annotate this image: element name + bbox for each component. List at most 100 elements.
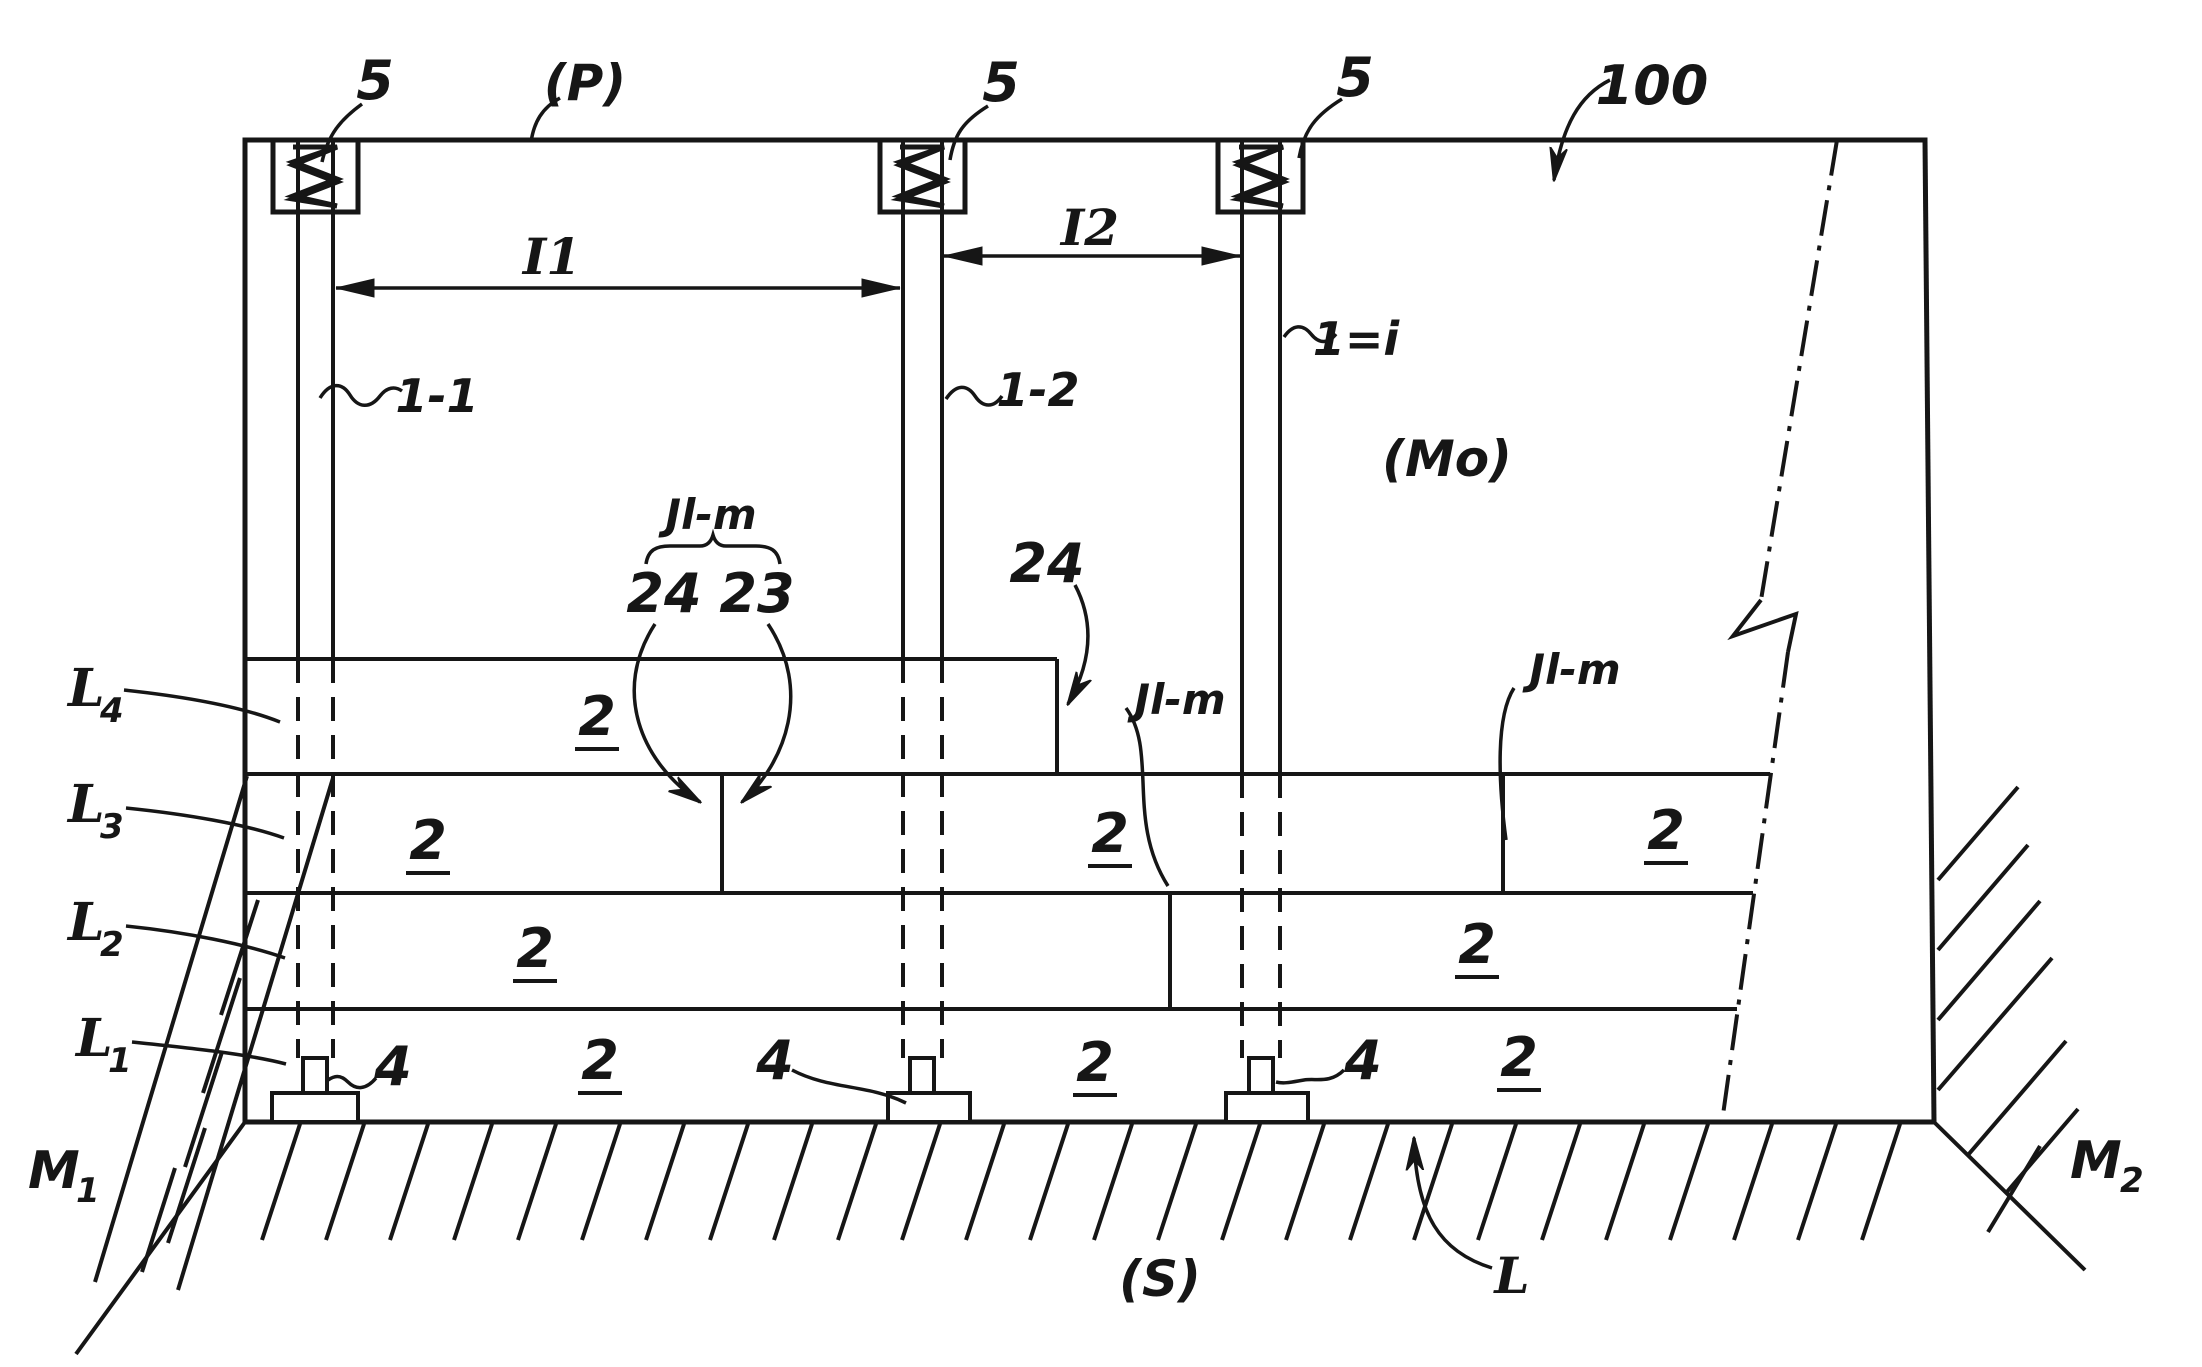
svg-text:M: M: [2070, 1131, 2122, 1191]
hatch-line: [1732, 1123, 1774, 1241]
svg-text:4: 4: [99, 691, 124, 731]
layer-1-label: L 1: [74, 1008, 132, 1081]
dim-i1-label: I1: [521, 227, 581, 286]
arrow-left-icon: [943, 246, 983, 266]
spring-mount-2: [877, 137, 968, 215]
leader-coli-squiggle: [1282, 325, 1338, 344]
panel-label: 2: [1497, 1026, 1541, 1092]
hatch-line: [1284, 1123, 1326, 1241]
slope-m2-label: M 2: [2070, 1131, 2144, 1201]
foot-label-1: 4: [373, 1035, 412, 1098]
left-slope-edge: [74, 1120, 247, 1356]
dim-i2-label: I2: [1059, 198, 1119, 257]
brace-icon: [644, 528, 782, 565]
svg-text:L: L: [74, 1008, 113, 1069]
hatch-line: [1348, 1123, 1390, 1241]
left-slope: [74, 775, 335, 1356]
hatch-line: [1220, 1123, 1262, 1241]
column-feet: [270, 1056, 1310, 1124]
hatch-line: [772, 1123, 814, 1241]
slope-m1-label: M 1: [28, 1141, 100, 1211]
arrow-right-icon: [861, 278, 901, 298]
leader-ground-arrow: [1414, 1138, 1493, 1270]
spring-label-1: 5: [356, 49, 394, 112]
spring-coil-icon: [891, 144, 951, 209]
leader-step24-arrow: [1068, 584, 1088, 704]
hatch-line: [388, 1123, 430, 1241]
svg-text:M: M: [28, 1141, 80, 1201]
leader-layer-3: [125, 806, 285, 840]
leader-plane: [529, 96, 561, 143]
svg-text:3: 3: [100, 807, 124, 847]
hatch-line: [324, 1123, 366, 1241]
hatch-line: [836, 1123, 878, 1241]
layer-lines: [245, 657, 1770, 1011]
leader-spring-3: [1297, 97, 1343, 159]
structure-outline: [242, 137, 1937, 1125]
hatch-line: [1476, 1123, 1518, 1241]
hatch-line: [708, 1123, 750, 1241]
foot-base-1: [270, 1091, 360, 1124]
hatch-line: [1412, 1123, 1454, 1241]
module-label: (Mo): [1382, 430, 1512, 488]
layer-2-label: L 2: [66, 892, 124, 965]
hatch-line: [1668, 1123, 1710, 1241]
labels: (P) 5 5 5 100 1-1 1-2 1=i (Mo) Jl-m 24 2…: [28, 46, 2144, 1308]
spring-label-2: 5: [982, 51, 1020, 114]
hatch-line: [1092, 1123, 1134, 1241]
panel-label: 2: [575, 685, 619, 751]
joint-label-2: Jl-m: [1127, 675, 1225, 724]
foot-stem-3: [1247, 1056, 1275, 1096]
leader-col1-squiggle: [318, 383, 404, 407]
panel-label: 2: [1073, 1031, 1117, 1097]
leader-layer-1: [131, 1040, 287, 1066]
svg-text:1: 1: [76, 1171, 100, 1211]
column-i-label: 1=i: [1313, 312, 1401, 366]
panel-label: 2: [1088, 802, 1132, 868]
svg-text:2: 2: [516, 917, 554, 980]
layer-4-label: L 4: [66, 658, 124, 731]
svg-text:2: 2: [581, 1029, 619, 1092]
hatch-line: [516, 1123, 558, 1241]
panel-label: 2: [578, 1029, 622, 1095]
columns-visible: [296, 140, 1282, 774]
hatch-line: [644, 1123, 686, 1241]
soil-label: (S): [1119, 1250, 1201, 1308]
hatch-line: [580, 1123, 622, 1241]
leader-24-arrow: [632, 623, 700, 802]
panel-label: 2: [406, 809, 450, 875]
svg-text:2: 2: [1091, 802, 1129, 865]
right-slope: [1932, 785, 2087, 1272]
spring-coil-icon: [1230, 144, 1290, 209]
ground-hatching: [260, 1123, 1902, 1241]
svg-text:L: L: [66, 774, 105, 835]
panel-label: 2: [513, 917, 557, 983]
svg-text:2: 2: [1500, 1026, 1538, 1089]
foot-stem-1: [301, 1056, 329, 1096]
column-1-label: 1-1: [395, 369, 478, 423]
hatch-line: [452, 1123, 494, 1241]
arrow-left-icon: [335, 278, 375, 298]
leader-layer-4: [123, 688, 281, 724]
leader-joint-3: [1498, 687, 1516, 841]
foot-base-3: [1224, 1091, 1310, 1124]
ground-line-label: L: [1492, 1246, 1529, 1305]
dimension-i1: I1: [335, 227, 901, 298]
leader-foot-1: [327, 1074, 378, 1090]
leader-23-arrow: [742, 623, 793, 802]
hatch-line: [1028, 1123, 1070, 1241]
panel-label: 2: [1455, 913, 1499, 979]
spring-mount-3: [1215, 137, 1306, 215]
joint-23-label: 23: [719, 562, 794, 625]
foot-base-2: [886, 1091, 972, 1124]
left-bank-line: [176, 777, 335, 1291]
plane-label: (P): [544, 54, 626, 112]
leader-lines: [123, 78, 1611, 1270]
break-line: [1720, 139, 1839, 1123]
hatch-line: [1604, 1123, 1646, 1241]
foot-stem-2: [908, 1056, 936, 1096]
svg-text:2: 2: [1076, 1031, 1114, 1094]
arrow-right-icon: [1201, 246, 1241, 266]
svg-text:L: L: [66, 892, 105, 953]
